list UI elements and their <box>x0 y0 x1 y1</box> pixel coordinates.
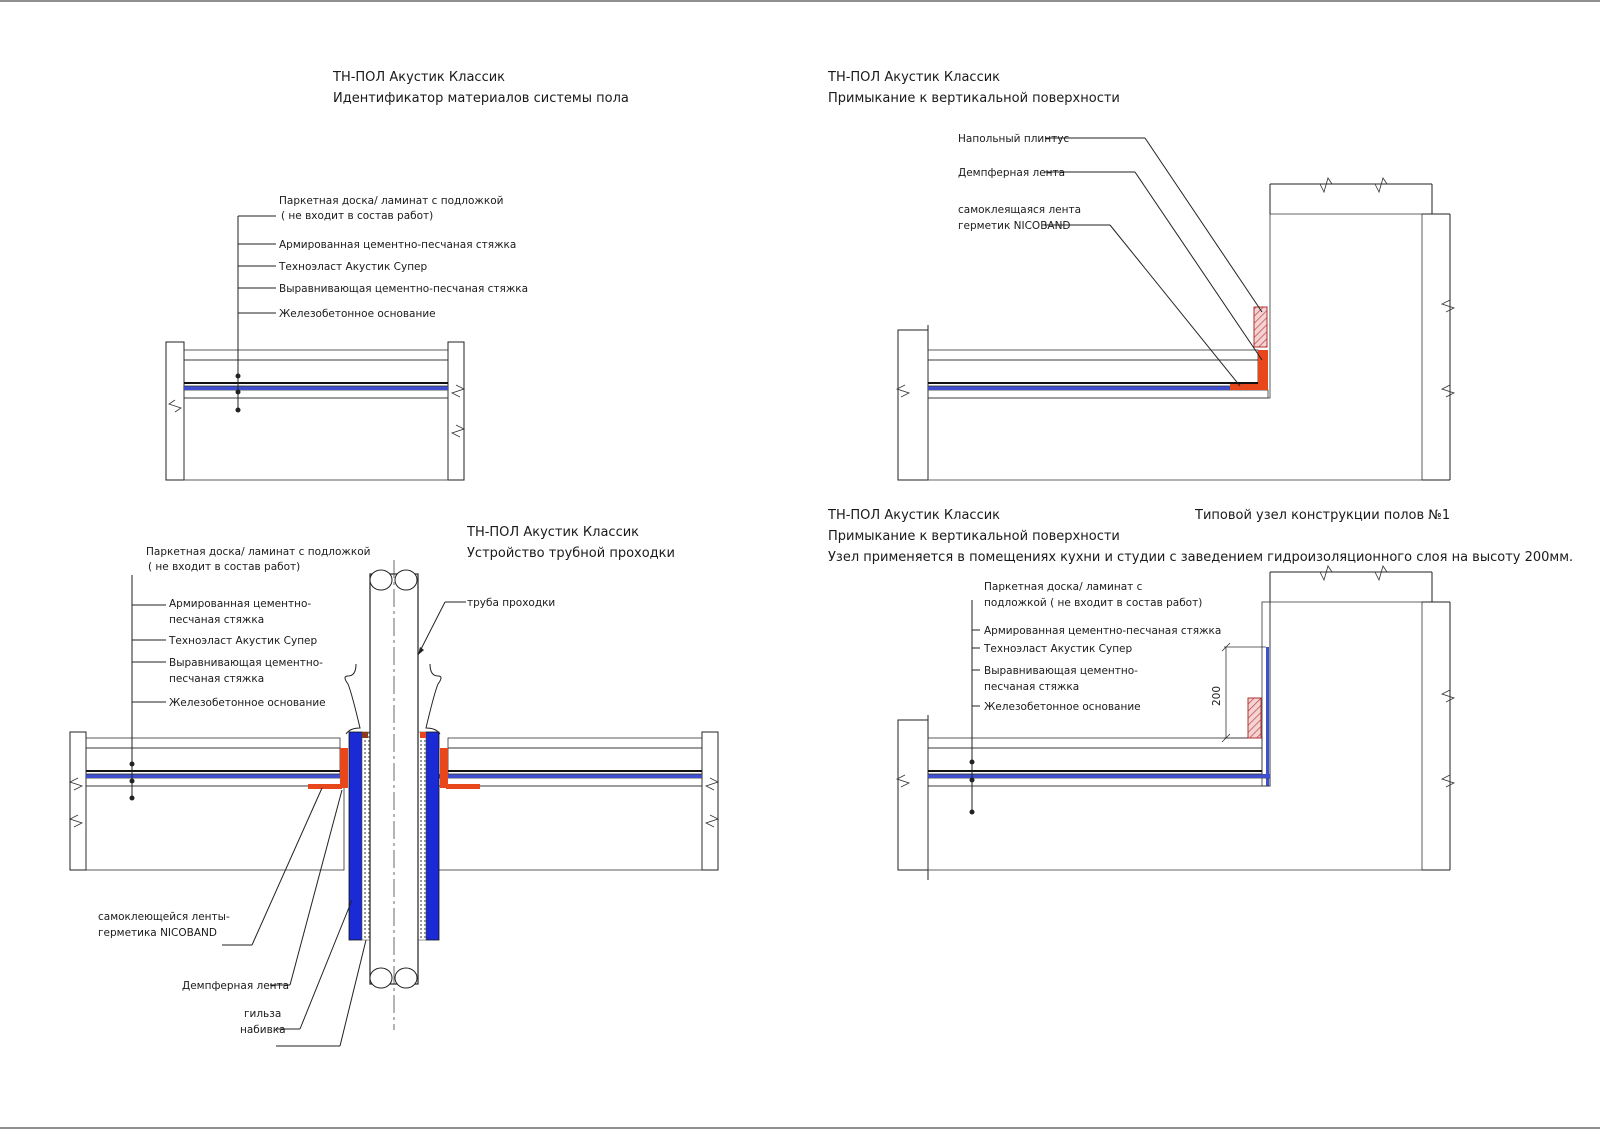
label-wp-concrete: Железобетонное основание <box>984 701 1141 713</box>
dimension-200: 200 <box>1211 686 1223 706</box>
label-pipe-concrete: Железобетонное основание <box>169 697 326 709</box>
label-reinforced-screed: Армированная цементно-песчаная стяжка <box>279 239 516 251</box>
label-pipe: труба проходки <box>467 597 555 609</box>
drawing-3-pipe-penetration: ТН-ПОЛ Акустик Классик Устройство трубно… <box>68 525 720 1047</box>
drawing-3-subtitle: Устройство трубной проходки <box>467 546 675 561</box>
label-wp-reinforced: Армированная цементно-песчаная стяжка <box>984 625 1221 637</box>
label-parquet-note: ( не входит в состав работ) <box>281 210 433 222</box>
label-wp-parquet-1: Паркетная доска/ ламинат с <box>984 581 1143 593</box>
label-pipe-leveling-2: песчаная стяжка <box>169 673 264 685</box>
label-nicoband-2: герметика NICOBAND <box>98 927 217 939</box>
concrete-wall-and-slab <box>927 213 1423 481</box>
drawing-2-title: ТН-ПОЛ Акустик Классик <box>827 70 1000 85</box>
label-pipe-membrane: Техноэласт Акустик Супер <box>168 635 318 647</box>
drawing-2-subtitle: Примыкание к вертикальной поверхности <box>828 91 1120 106</box>
label-packing: набивка <box>240 1024 286 1036</box>
label-damper-tape: Демпферная лента <box>958 167 1065 179</box>
label-pipe-leveling-1: Выравнивающая цементно- <box>169 657 323 669</box>
label-sleeve: гильза <box>244 1008 281 1020</box>
label-pipe-damper: Демпферная лента <box>182 980 289 992</box>
drawing-4-node-title: Типовой узел конструкции полов №1 <box>1194 508 1450 523</box>
pipe-sleeve <box>348 731 363 941</box>
label-pipe-reinforced-2: песчаная стяжка <box>169 614 264 626</box>
label-wp-leveling-1: Выравнивающая цементно- <box>984 665 1138 677</box>
label-leveling-screed: Выравнивающая цементно-песчаная стяжка <box>279 283 528 295</box>
label-wp-parquet-2: подложкой ( не входит в состав работ) <box>984 597 1202 609</box>
drawing-1-floor-layers: ТН-ПОЛ Акустик Классик Идентификатор мат… <box>165 70 629 481</box>
label-wp-leveling-2: песчаная стяжка <box>984 681 1079 693</box>
drawing-4-title: ТН-ПОЛ Акустик Классик <box>827 508 1000 523</box>
drawing-4-note: Узел применяется в помещениях кухни и ст… <box>828 550 1573 565</box>
label-membrane: Техноэласт Акустик Супер <box>278 261 428 273</box>
label-self-adhesive-tape: самоклеящаяся лента <box>958 204 1081 216</box>
floor-plinth <box>1253 306 1268 348</box>
drawing-4-waterproof-junction: ТН-ПОЛ Акустик Классик Примыкание к верт… <box>827 508 1573 880</box>
drawing-1-subtitle: Идентификатор материалов системы пола <box>333 91 629 106</box>
damper-tape <box>1258 350 1268 390</box>
label-pipe-reinforced-1: Армированная цементно- <box>169 598 311 610</box>
label-nicoband-1: самоклеющейся ленты- <box>98 911 230 923</box>
drawing-3-title: ТН-ПОЛ Акустик Классик <box>466 525 639 540</box>
floor-plinth-2 <box>1247 697 1262 739</box>
drawing-1-title: ТН-ПОЛ Акустик Классик <box>332 70 505 85</box>
drawing-4-subtitle: Примыкание к вертикальной поверхности <box>828 529 1120 544</box>
label-plinth: Напольный плинтус <box>958 133 1069 145</box>
label-parquet: Паркетная доска/ ламинат с подложкой <box>279 195 503 207</box>
parquet-board <box>183 349 449 361</box>
label-concrete: Железобетонное основание <box>279 308 436 320</box>
label-pipe-parquet-note: ( не входит в состав работ) <box>148 561 300 573</box>
concrete-slab <box>183 397 449 481</box>
label-nicoband: герметик NICOBAND <box>958 220 1071 232</box>
packing <box>361 731 371 941</box>
label-pipe-parquet: Паркетная доска/ ламинат с подложкой <box>146 546 370 558</box>
drawing-2-wall-junction: ТН-ПОЛ Акустик Классик Примыкание к верт… <box>827 70 1456 481</box>
label-wp-membrane: Техноэласт Акустик Супер <box>983 643 1133 655</box>
